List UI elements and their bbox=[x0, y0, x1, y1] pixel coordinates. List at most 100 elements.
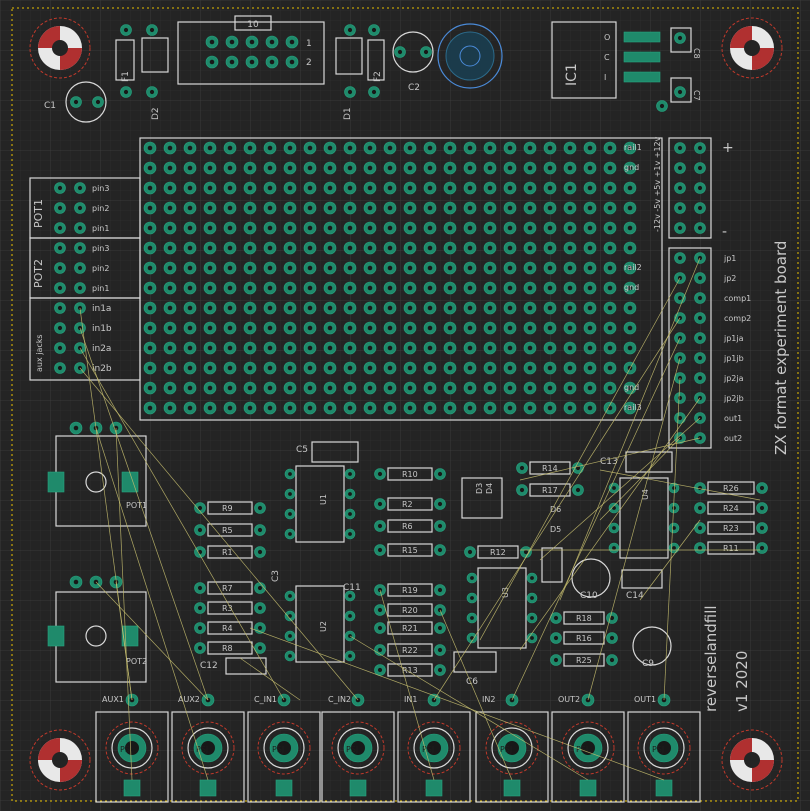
prototype-area bbox=[139, 137, 663, 421]
proto-pad bbox=[363, 181, 377, 195]
fuse-f2: F2 bbox=[367, 39, 385, 82]
resistor-pad bbox=[434, 644, 446, 656]
proto-pad bbox=[623, 261, 637, 275]
signal-pin-label: jp2ja bbox=[723, 374, 744, 383]
proto-pad bbox=[223, 141, 237, 155]
svg-text:POT2: POT2 bbox=[126, 657, 147, 666]
component-pad bbox=[344, 24, 356, 36]
resistor-pad bbox=[254, 642, 266, 654]
proto-pad bbox=[603, 241, 617, 255]
proto-pad bbox=[523, 321, 537, 335]
proto-pad bbox=[243, 261, 257, 275]
proto-pad bbox=[503, 361, 517, 375]
proto-pad bbox=[363, 301, 377, 315]
proto-pad bbox=[283, 321, 297, 335]
proto-pad bbox=[603, 201, 617, 215]
proto-pad bbox=[463, 261, 477, 275]
svg-text:C1: C1 bbox=[44, 101, 56, 111]
pot-pad bbox=[54, 322, 66, 334]
proto-pad bbox=[303, 401, 317, 415]
proto-pad bbox=[443, 381, 457, 395]
proto-pad bbox=[363, 281, 377, 295]
signal-pin-label: jp2 bbox=[723, 274, 736, 283]
ic-pad bbox=[466, 612, 478, 624]
jack-type-label: PSJ bbox=[652, 745, 664, 754]
jack-name-label: IN1 bbox=[404, 695, 417, 704]
proto-pad bbox=[543, 381, 557, 395]
pot-pin-label: pin1 bbox=[92, 284, 109, 293]
diode-d1: D1 bbox=[335, 37, 363, 120]
proto-pad bbox=[483, 241, 497, 255]
ic-pad bbox=[284, 468, 296, 480]
proto-pad bbox=[483, 261, 497, 275]
proto-pad bbox=[563, 221, 577, 235]
proto-pad bbox=[143, 241, 157, 255]
proto-pad bbox=[323, 221, 337, 235]
proto-pad bbox=[163, 221, 177, 235]
ic-pad bbox=[344, 508, 356, 520]
proto-pad bbox=[363, 401, 377, 415]
ratsnest-line bbox=[519, 437, 701, 481]
proto-pad bbox=[623, 201, 637, 215]
proto-pad bbox=[223, 381, 237, 395]
signal-pad bbox=[694, 372, 706, 384]
pot-pad bbox=[54, 302, 66, 314]
svg-text:POT2: POT2 bbox=[32, 259, 45, 288]
proto-pad bbox=[523, 301, 537, 315]
resistor-pad bbox=[756, 482, 768, 494]
signal-pin-label: jp1jb bbox=[723, 354, 744, 363]
proto-pad bbox=[603, 181, 617, 195]
resistor-label: R16 bbox=[576, 634, 592, 643]
resistor-pad bbox=[516, 462, 528, 474]
proto-pad bbox=[183, 181, 197, 195]
proto-pad bbox=[503, 241, 517, 255]
proto-pad bbox=[403, 261, 417, 275]
pot-pad bbox=[54, 362, 66, 374]
proto-pad bbox=[423, 241, 437, 255]
signal-pin-label: jp2jb bbox=[723, 394, 744, 403]
proto-pad bbox=[603, 141, 617, 155]
proto-pad bbox=[163, 341, 177, 355]
proto-pad bbox=[543, 301, 557, 315]
proto-pad bbox=[523, 221, 537, 235]
resistor-label: R7 bbox=[222, 584, 233, 593]
proto-pad bbox=[563, 341, 577, 355]
proto-pad bbox=[483, 181, 497, 195]
proto-pad bbox=[503, 341, 517, 355]
ratsnest-line bbox=[79, 327, 209, 701]
proto-pad bbox=[243, 241, 257, 255]
rail-pad bbox=[674, 182, 686, 194]
proto-pad bbox=[303, 361, 317, 375]
pot-pad bbox=[54, 342, 66, 354]
pot-pad bbox=[54, 202, 66, 214]
proto-pad bbox=[163, 161, 177, 175]
proto-pad bbox=[583, 161, 597, 175]
proto-pad bbox=[183, 261, 197, 275]
proto-pad bbox=[223, 281, 237, 295]
proto-pad bbox=[383, 261, 397, 275]
board-author: reverselandfill bbox=[702, 605, 720, 712]
proto-pad bbox=[283, 181, 297, 195]
proto-pad bbox=[243, 301, 257, 315]
jack-name-label: C_IN1 bbox=[254, 695, 277, 704]
header-pin1-label: 1 bbox=[306, 39, 312, 49]
pot-pad bbox=[54, 242, 66, 254]
proto-pad bbox=[483, 381, 497, 395]
proto-pad bbox=[323, 181, 337, 195]
mounting-hole bbox=[721, 17, 783, 79]
ratsnest-line bbox=[479, 277, 681, 641]
proto-pad bbox=[223, 321, 237, 335]
proto-pad bbox=[243, 341, 257, 355]
proto-pad bbox=[263, 241, 277, 255]
proto-pad bbox=[463, 281, 477, 295]
proto-pad bbox=[163, 241, 177, 255]
ratsnest-line bbox=[587, 357, 681, 701]
resistor-pad bbox=[516, 484, 528, 496]
proto-pad bbox=[383, 181, 397, 195]
proto-pad bbox=[543, 401, 557, 415]
rail-pad bbox=[674, 222, 686, 234]
proto-pad bbox=[563, 381, 577, 395]
